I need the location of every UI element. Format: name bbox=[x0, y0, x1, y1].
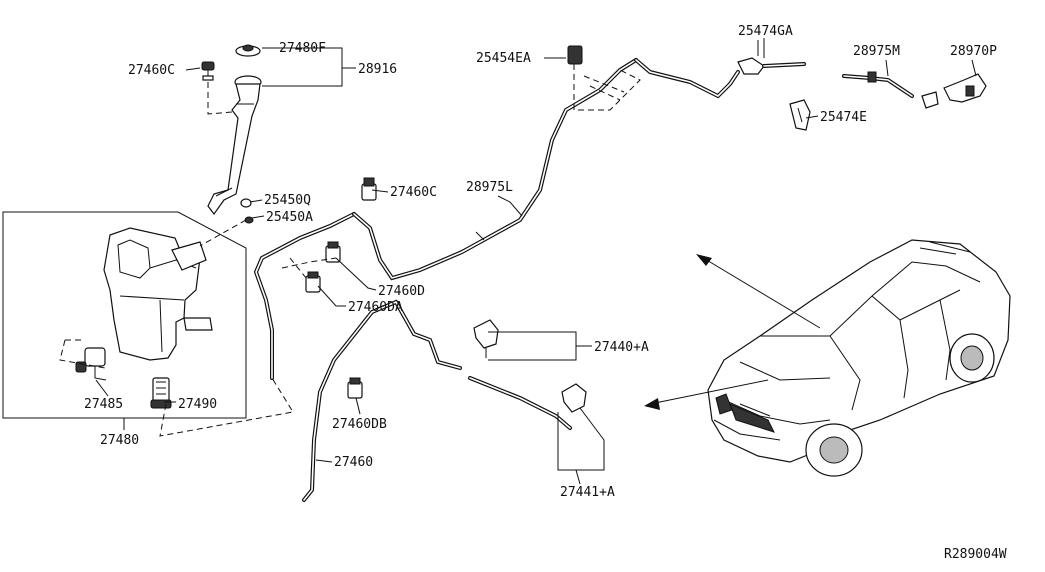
label-27441a: 27441+A bbox=[560, 485, 615, 500]
connector-25474ga bbox=[737, 40, 806, 75]
hose-28975m bbox=[842, 71, 914, 98]
clip-27460d bbox=[325, 241, 341, 263]
arrow-to-rear bbox=[696, 254, 821, 329]
label-27440a: 27440+A bbox=[594, 340, 649, 355]
arrow-to-front bbox=[644, 379, 769, 410]
vehicle-illustration bbox=[707, 239, 1011, 477]
dash-link-tank-bottom bbox=[159, 377, 294, 437]
label-27485: 27485 bbox=[84, 397, 123, 412]
reference-code: R289004W bbox=[944, 547, 1007, 562]
label-25474e: 25474E bbox=[820, 110, 867, 125]
label-27460db: 27460DB bbox=[332, 417, 387, 432]
label-27490: 27490 bbox=[178, 397, 217, 412]
label-27460d: 27460D bbox=[378, 284, 425, 299]
washer-pump bbox=[65, 339, 107, 381]
dash-link-clips bbox=[281, 257, 337, 279]
label-25450a: 25450A bbox=[266, 210, 313, 225]
clip-25474e bbox=[789, 99, 811, 131]
clip-27460db bbox=[347, 377, 363, 399]
dash-link-pump bbox=[59, 339, 106, 369]
hose-27460 bbox=[253, 212, 462, 502]
label-25474ga: 25474GA bbox=[738, 24, 793, 39]
clip-27460da bbox=[305, 271, 321, 293]
label-25454ea: 25454EA bbox=[476, 51, 531, 66]
label-28975m: 28975M bbox=[853, 44, 900, 59]
clip-27460c-middle bbox=[361, 177, 377, 201]
label-27480: 27480 bbox=[100, 433, 139, 448]
label-25450q: 25450Q bbox=[264, 193, 311, 208]
nozzle-28970p bbox=[921, 73, 987, 109]
filter-element bbox=[150, 377, 172, 409]
clip-25454ea bbox=[567, 45, 641, 111]
filler-cap bbox=[235, 44, 261, 57]
clip-27460c-left bbox=[201, 61, 215, 81]
label-27460: 27460 bbox=[334, 455, 373, 470]
dash-link-cap bbox=[207, 82, 233, 115]
label-27460da: 27460DA bbox=[348, 300, 403, 315]
reservoir-tank bbox=[103, 227, 213, 361]
leader-lines bbox=[95, 38, 977, 485]
grommet-25450q bbox=[240, 198, 252, 208]
dash-link-grommet bbox=[199, 219, 247, 247]
hose-28975l bbox=[352, 58, 740, 281]
filler-neck bbox=[207, 75, 262, 216]
nozzle-27441a bbox=[468, 376, 587, 430]
label-28970p: 28970P bbox=[950, 44, 997, 59]
label-28975l: 28975L bbox=[466, 180, 513, 195]
label-27460c-left: 27460C bbox=[128, 63, 175, 78]
grommet-25450a bbox=[244, 216, 254, 224]
label-27460c-middle: 27460C bbox=[390, 185, 437, 200]
reservoir-inset-frame bbox=[2, 211, 247, 419]
label-27480f: 27480F bbox=[279, 41, 326, 56]
label-28916: 28916 bbox=[358, 62, 397, 77]
nozzle-27440a bbox=[473, 319, 499, 358]
